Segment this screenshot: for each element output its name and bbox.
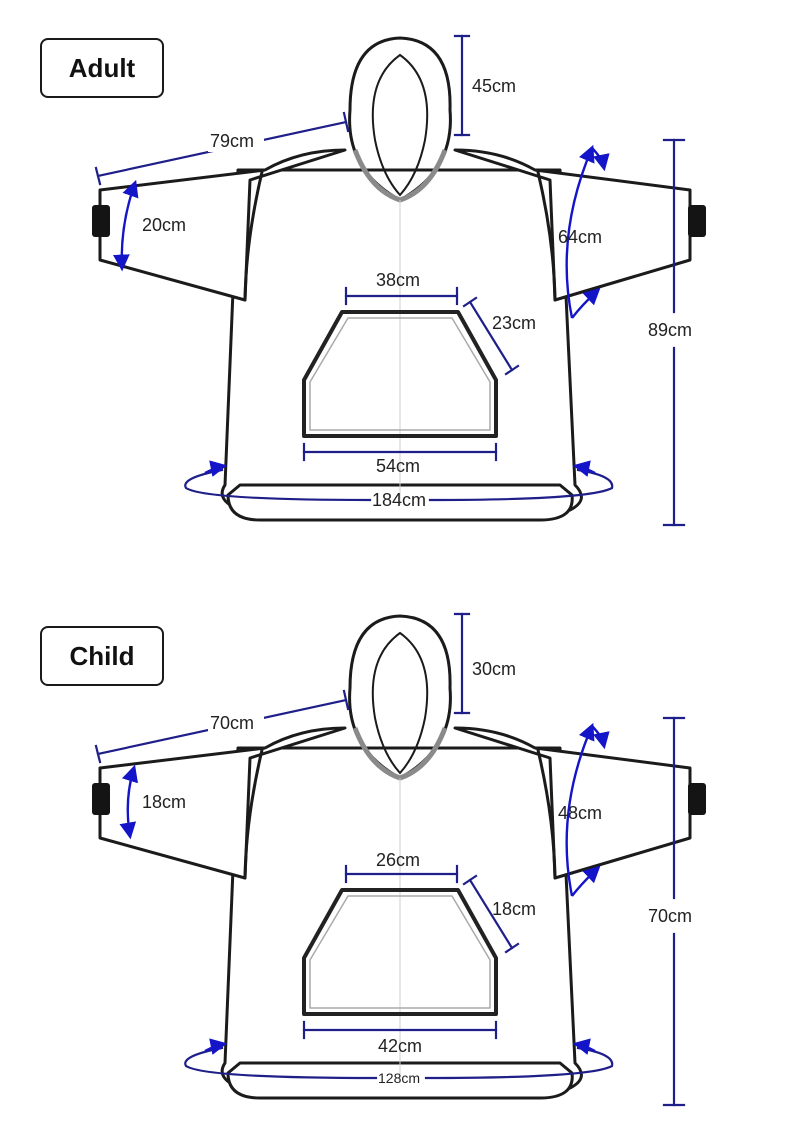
child-length-label: 70cm (648, 906, 692, 926)
child-armhole-dimension: 48cm (558, 722, 610, 897)
adult-pocket-bottom-dimension: 54cm (302, 442, 498, 476)
adult-pocket-side-dimension: 23cm (462, 296, 536, 376)
adult-length-label: 89cm (648, 320, 692, 340)
child-pocket-bottom-dimension: 42cm (302, 1020, 498, 1056)
child-hem-dimension: 128cm (184, 1038, 614, 1086)
adult-hem-label: 184cm (372, 490, 426, 510)
child-hood-label: 30cm (472, 659, 516, 679)
adult-hood-dimension: 45cm (453, 34, 516, 137)
adult-pocket-side-label: 23cm (492, 313, 536, 333)
adult-hood-label: 45cm (472, 76, 516, 96)
adult-pocket-top-dimension: 38cm (344, 270, 459, 306)
child-cuff-dimension: 18cm (119, 764, 186, 840)
child-pocket-side-label: 18cm (492, 899, 536, 919)
adult-hem-dimension: 184cm (184, 460, 614, 510)
child-pocket-side-dimension: 18cm (462, 874, 536, 954)
child-length-dimension: 70cm (648, 716, 692, 1107)
child-armhole-label: 48cm (558, 803, 602, 823)
adult-cuff-label: 20cm (142, 215, 186, 235)
child-pocket-top-label: 26cm (376, 850, 420, 870)
adult-cuff-dimension: 20cm (112, 179, 186, 272)
child-cuff-label: 18cm (142, 792, 186, 812)
child-size-tag: Child (40, 626, 164, 686)
adult-size-tag: Adult (40, 38, 164, 98)
child-pocket-top-dimension: 26cm (344, 850, 459, 884)
adult-length-dimension: 89cm (648, 138, 692, 527)
adult-size-label: Adult (68, 52, 136, 83)
adult-sleeve-label: 79cm (210, 131, 254, 151)
adult-armhole-label: 64cm (558, 227, 602, 247)
adult-armhole-dimension: 64cm (558, 144, 610, 319)
adult-pocket-top-label: 38cm (376, 270, 420, 290)
child-hood-dimension: 30cm (453, 612, 516, 715)
child-size-label: Child (69, 640, 135, 671)
adult-sleeve-dimension: 79cm (94, 111, 350, 186)
adult-pocket-bottom-label: 54cm (376, 456, 420, 476)
child-hem-label: 128cm (378, 1070, 420, 1086)
child-sleeve-dimension: 70cm (94, 689, 350, 764)
child-pocket-bottom-label: 42cm (378, 1036, 422, 1056)
child-sleeve-label: 70cm (210, 713, 254, 733)
